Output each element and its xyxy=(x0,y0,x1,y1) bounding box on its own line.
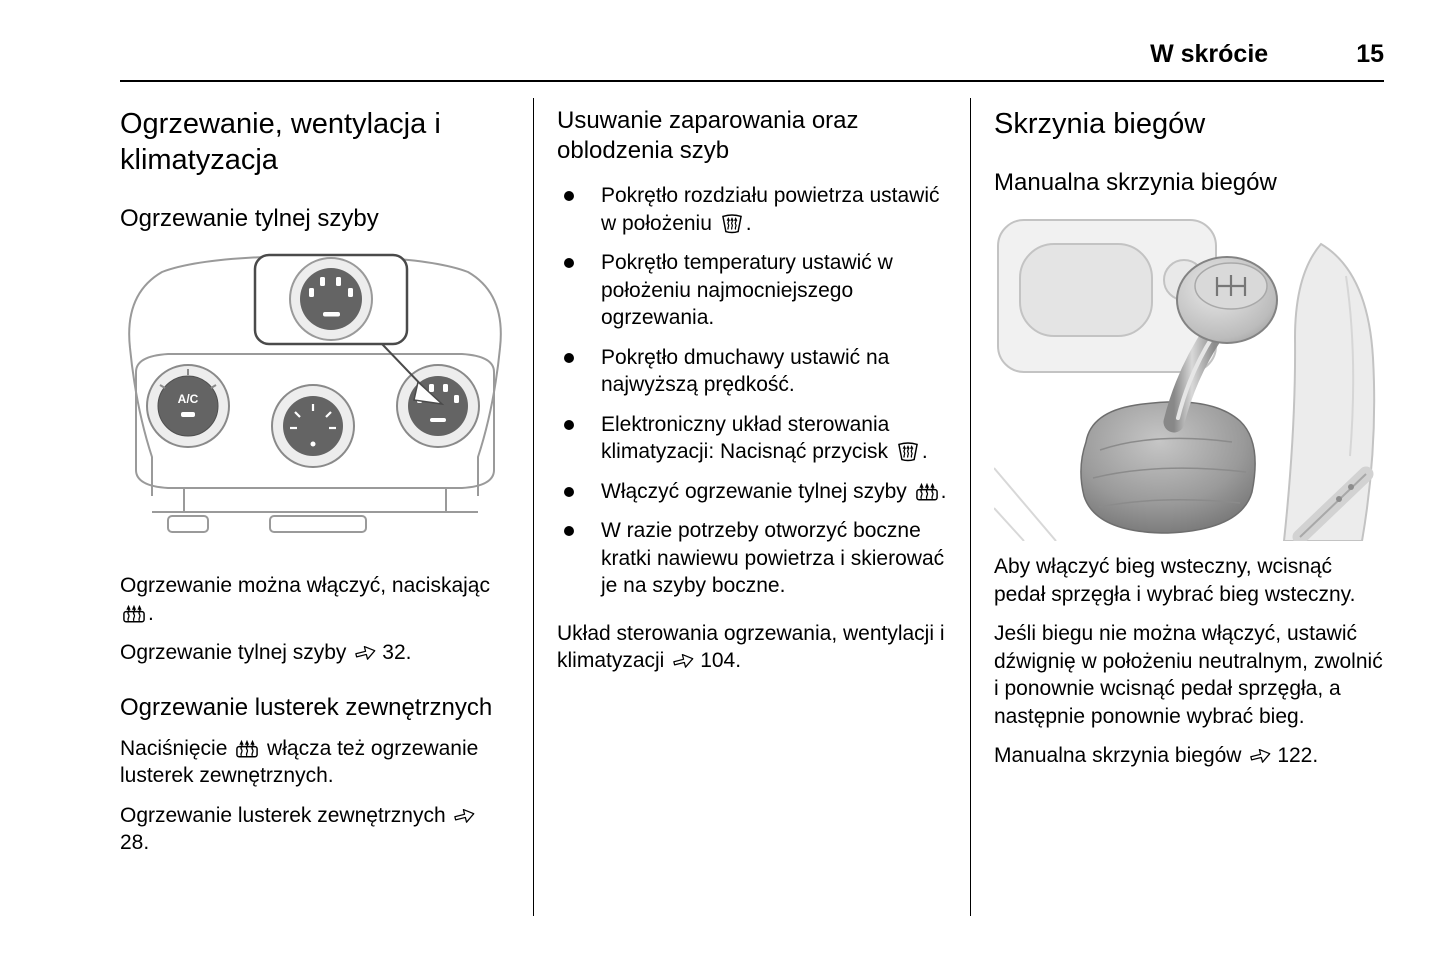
para-text: Ogrzewanie tylnej szyby xyxy=(120,641,353,664)
para-text: . xyxy=(148,601,154,625)
bullet-text: Elektroniczny układ sterowania klimatyza… xyxy=(601,411,947,466)
bullet-text-pre: Pokrętło dmuchawy ustawić na najwyższą p… xyxy=(601,345,890,397)
climate-panel-figure: A/C xyxy=(120,252,510,542)
bullet-text-post: . xyxy=(921,440,928,463)
list-item: Pokrętło temperatury ustawić w położeniu… xyxy=(557,249,947,332)
page-reference-arrow-icon xyxy=(1249,746,1273,766)
page-reference-arrow-icon xyxy=(672,651,696,671)
list-item: Pokrętło rozdziału powietrza ustawić w p… xyxy=(557,182,947,237)
subheading-defogging: Usuwanie zaparowania oraz oblodzenia szy… xyxy=(557,107,859,164)
gear-lever-figure xyxy=(994,216,1384,541)
content-columns: Ogrzewanie, wentylacja i klimatyzacja Og… xyxy=(120,98,1384,918)
ac-knob-label: A/C xyxy=(178,392,199,406)
bullet-text-post: . xyxy=(745,211,752,235)
header-rule xyxy=(120,80,1384,82)
subheading-manual-gearbox: Manualna skrzynia biegów xyxy=(994,169,1277,196)
para-mirror-heating: Naciśnięcie włącza też ogrzewanie luster… xyxy=(120,735,510,790)
bullet-text-pre: Włączyć ogrzewanie tylnej szyby xyxy=(601,479,913,503)
para-reverse-gear: Aby włączyć bieg wsteczny, wcisnąć pedał… xyxy=(994,555,1356,606)
bullet-dot xyxy=(564,191,574,201)
header-section-title: W skrócie xyxy=(1150,40,1269,68)
heading-hvac: Ogrzewanie, wentylacja i klimatyzacja xyxy=(120,108,441,176)
cross-reference-mirrors: Ogrzewanie lusterek zewnętrznych 28. xyxy=(120,802,510,857)
gear-knob xyxy=(1176,256,1278,344)
bullet-cell xyxy=(557,249,601,332)
bullet-cell xyxy=(557,517,601,600)
header-page-number: 15 xyxy=(1356,40,1384,68)
windshield-defrost-icon xyxy=(898,442,918,462)
seat-cushion xyxy=(1282,242,1376,541)
list-item: Pokrętło dmuchawy ustawić na najwyższą p… xyxy=(557,344,947,399)
para-text: Manualna skrzynia biegów xyxy=(994,744,1248,767)
bullet-cell xyxy=(557,182,601,237)
list-item: Elektroniczny układ sterowania klimatyza… xyxy=(557,411,947,466)
page-reference-arrow-icon xyxy=(354,643,378,663)
windshield-defrost-icon xyxy=(721,213,742,233)
bullet-text: Pokrętło rozdziału powietrza ustawić w p… xyxy=(601,182,947,237)
bullet-text: Pokrętło dmuchawy ustawić na najwyższą p… xyxy=(601,344,947,399)
bullet-dot xyxy=(564,486,574,497)
para-text: Ogrzewanie lusterek zewnętrznych xyxy=(120,803,452,827)
para-text: włącza też ogrzewanie lusterek zewnętrzn… xyxy=(120,736,479,788)
bullet-cell xyxy=(557,411,601,466)
ac-knob: A/C xyxy=(146,364,230,448)
column-divider xyxy=(970,98,971,916)
knob-callout xyxy=(253,253,445,406)
bullet-text: W razie potrzeby otworzyć boczne kratki … xyxy=(601,517,947,600)
bullet-text-pre: W razie potrzeby otworzyć boczne kratki … xyxy=(601,519,945,597)
subheading-rear-window-heating: Ogrzewanie tylnej szyby xyxy=(120,205,379,232)
reference-page: 122. xyxy=(1277,744,1319,767)
para-text: Naciśnięcie xyxy=(120,736,234,760)
bullet-text-post: . xyxy=(940,479,947,503)
page-header: W skrócie 15 xyxy=(120,40,1384,68)
bullet-text-pre: Elektroniczny układ sterowania klimatyza… xyxy=(601,412,894,464)
para-rear-window-on: Ogrzewanie można włączyć, naciskając . xyxy=(120,572,510,627)
bullet-dot xyxy=(564,258,574,268)
reference-page: 28. xyxy=(120,831,150,854)
air-distribution-knob xyxy=(396,364,480,448)
cross-reference-rear-window: Ogrzewanie tylnej szyby 32. xyxy=(120,639,510,667)
page-reference-arrow-icon xyxy=(453,806,477,825)
bullet-cell xyxy=(557,344,601,399)
cross-reference-manual-gearbox: Manualna skrzynia biegów 122. xyxy=(994,742,1384,770)
bullet-dot xyxy=(564,526,574,536)
handbrake-lever xyxy=(1292,466,1374,541)
para-text: Układ sterowania ogrzewania, wentylacji … xyxy=(557,621,945,673)
heated-rear-window-icon xyxy=(915,481,938,500)
bullet-text: Pokrętło temperatury ustawić w położeniu… xyxy=(601,249,947,332)
bullet-text-pre: Pokrętło rozdziału powietrza ustawić w p… xyxy=(601,184,940,235)
gear-lever-boot xyxy=(1080,401,1256,534)
bullet-text: Włączyć ogrzewanie tylnej szyby . xyxy=(601,478,947,506)
bullet-cell xyxy=(557,478,601,506)
heated-rear-window-icon xyxy=(236,738,259,757)
fan-knob xyxy=(271,384,355,468)
defogging-steps: Pokrętło rozdziału powietrza ustawić w p… xyxy=(557,182,947,600)
shift-pattern xyxy=(1215,275,1247,296)
list-item: Włączyć ogrzewanie tylnej szyby . xyxy=(557,478,947,506)
cross-reference-hvac-system: Układ sterowania ogrzewania, wentylacji … xyxy=(557,620,947,675)
para-text: Ogrzewanie można włączyć, naciskając xyxy=(120,574,490,597)
bullet-text-pre: Pokrętło temperatury ustawić w położeniu… xyxy=(601,251,893,329)
list-item: W razie potrzeby otworzyć boczne kratki … xyxy=(557,517,947,600)
manual-gear-lever-illustration xyxy=(994,219,1376,541)
reference-page: 32. xyxy=(382,641,412,664)
bullet-dot xyxy=(564,419,574,430)
heading-gearbox: Skrzynia biegów xyxy=(994,108,1206,140)
climate-control-panel-illustration: A/C xyxy=(128,253,502,533)
column-gearbox: Skrzynia biegów Manualna skrzynia biegów xyxy=(994,98,1384,918)
heated-rear-window-icon xyxy=(123,603,145,622)
bullet-dot xyxy=(564,352,574,363)
column-divider xyxy=(533,98,534,916)
subheading-mirror-heating: Ogrzewanie lusterek zewnętrznych xyxy=(120,693,493,721)
para-gear-engagement: Jeśli biegu nie można włączyć, ustawić d… xyxy=(994,622,1383,728)
reference-page: 104. xyxy=(700,649,742,672)
column-defogging: Usuwanie zaparowania oraz oblodzenia szy… xyxy=(557,98,947,918)
column-hvac: Ogrzewanie, wentylacja i klimatyzacja Og… xyxy=(120,98,510,918)
